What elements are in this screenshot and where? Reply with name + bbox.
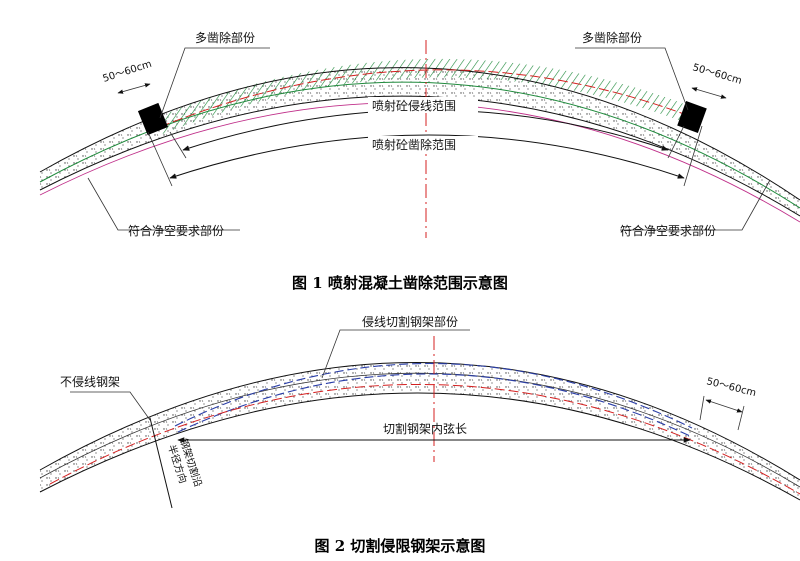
figure-2-caption: 图 2 切割侵限钢架示意图: [315, 537, 486, 555]
label-spray-intrusion: 喷射砼侵线范围: [372, 98, 456, 113]
dim-ext-2: [737, 405, 745, 431]
leader-ok-left: [87, 177, 240, 231]
label-remove-left: 多凿除部份: [195, 30, 255, 45]
dim-right-arrow: [691, 87, 727, 99]
red-dashed-arc: [159, 69, 693, 128]
lining-band-2: [40, 362, 800, 500]
ext-line-3: [147, 131, 173, 187]
dim-ext-1: [699, 395, 705, 421]
leader-remove-right: [575, 47, 689, 111]
leader-cut-part: [321, 329, 470, 379]
label-bg-2: [368, 136, 478, 152]
label-ok-right: 符合净空要求部份: [620, 223, 716, 238]
ext-line-4: [683, 125, 703, 187]
dim-arc-removal: [169, 134, 685, 179]
inner-arc-2: [39, 392, 800, 501]
leader-ok-right: [620, 179, 771, 231]
label-bg-1: [368, 97, 478, 113]
outer-arc-2: [39, 362, 800, 481]
steel-arch-cut: [174, 362, 693, 429]
leader-remove-left: [159, 47, 270, 119]
label-no-intrusion: 不侵线钢架: [60, 374, 120, 389]
red-dashed-arc-2: [49, 383, 800, 495]
dim-left-arrow: [117, 83, 151, 94]
leader-no-intrusion: [70, 391, 151, 421]
removal-block-left: [137, 102, 169, 136]
removal-block-right: [677, 101, 707, 133]
radial-cut-line: [149, 417, 173, 509]
label-cut-part: 侵线切割钢架部份: [362, 314, 458, 329]
label-ok-left: 符合净空要求部份: [128, 223, 224, 238]
dim-left-text: 50～60cm: [102, 59, 154, 85]
ext-line-1: [169, 131, 187, 159]
figure-2: 切割钢架内弦长 侵线切割钢架部份 不侵线钢架 钢架切割沿 半径方向 50～60c…: [39, 314, 800, 555]
label-spray-remove: 喷射砼凿除范围: [372, 137, 456, 152]
dim-right-text: 50～60cm: [691, 62, 743, 87]
steel-arch-cut-2: [177, 373, 691, 437]
ext-line-2: [667, 125, 685, 159]
inner-boundary-arc: [39, 95, 800, 217]
figure-1-caption: 图 1 喷射混凝土凿除范围示意图: [292, 274, 508, 292]
label-remove-right: 多凿除部份: [582, 30, 642, 45]
dim-right-arrow-2: [705, 399, 743, 413]
dim-right-text-2: 50～60cm: [705, 376, 757, 399]
figure-1: 多凿除部份 多凿除部份 50～60cm 50～60cm 喷射砼侵线范围 喷射砼凿…: [39, 30, 800, 292]
label-chord: 切割钢架内弦长: [383, 421, 467, 436]
